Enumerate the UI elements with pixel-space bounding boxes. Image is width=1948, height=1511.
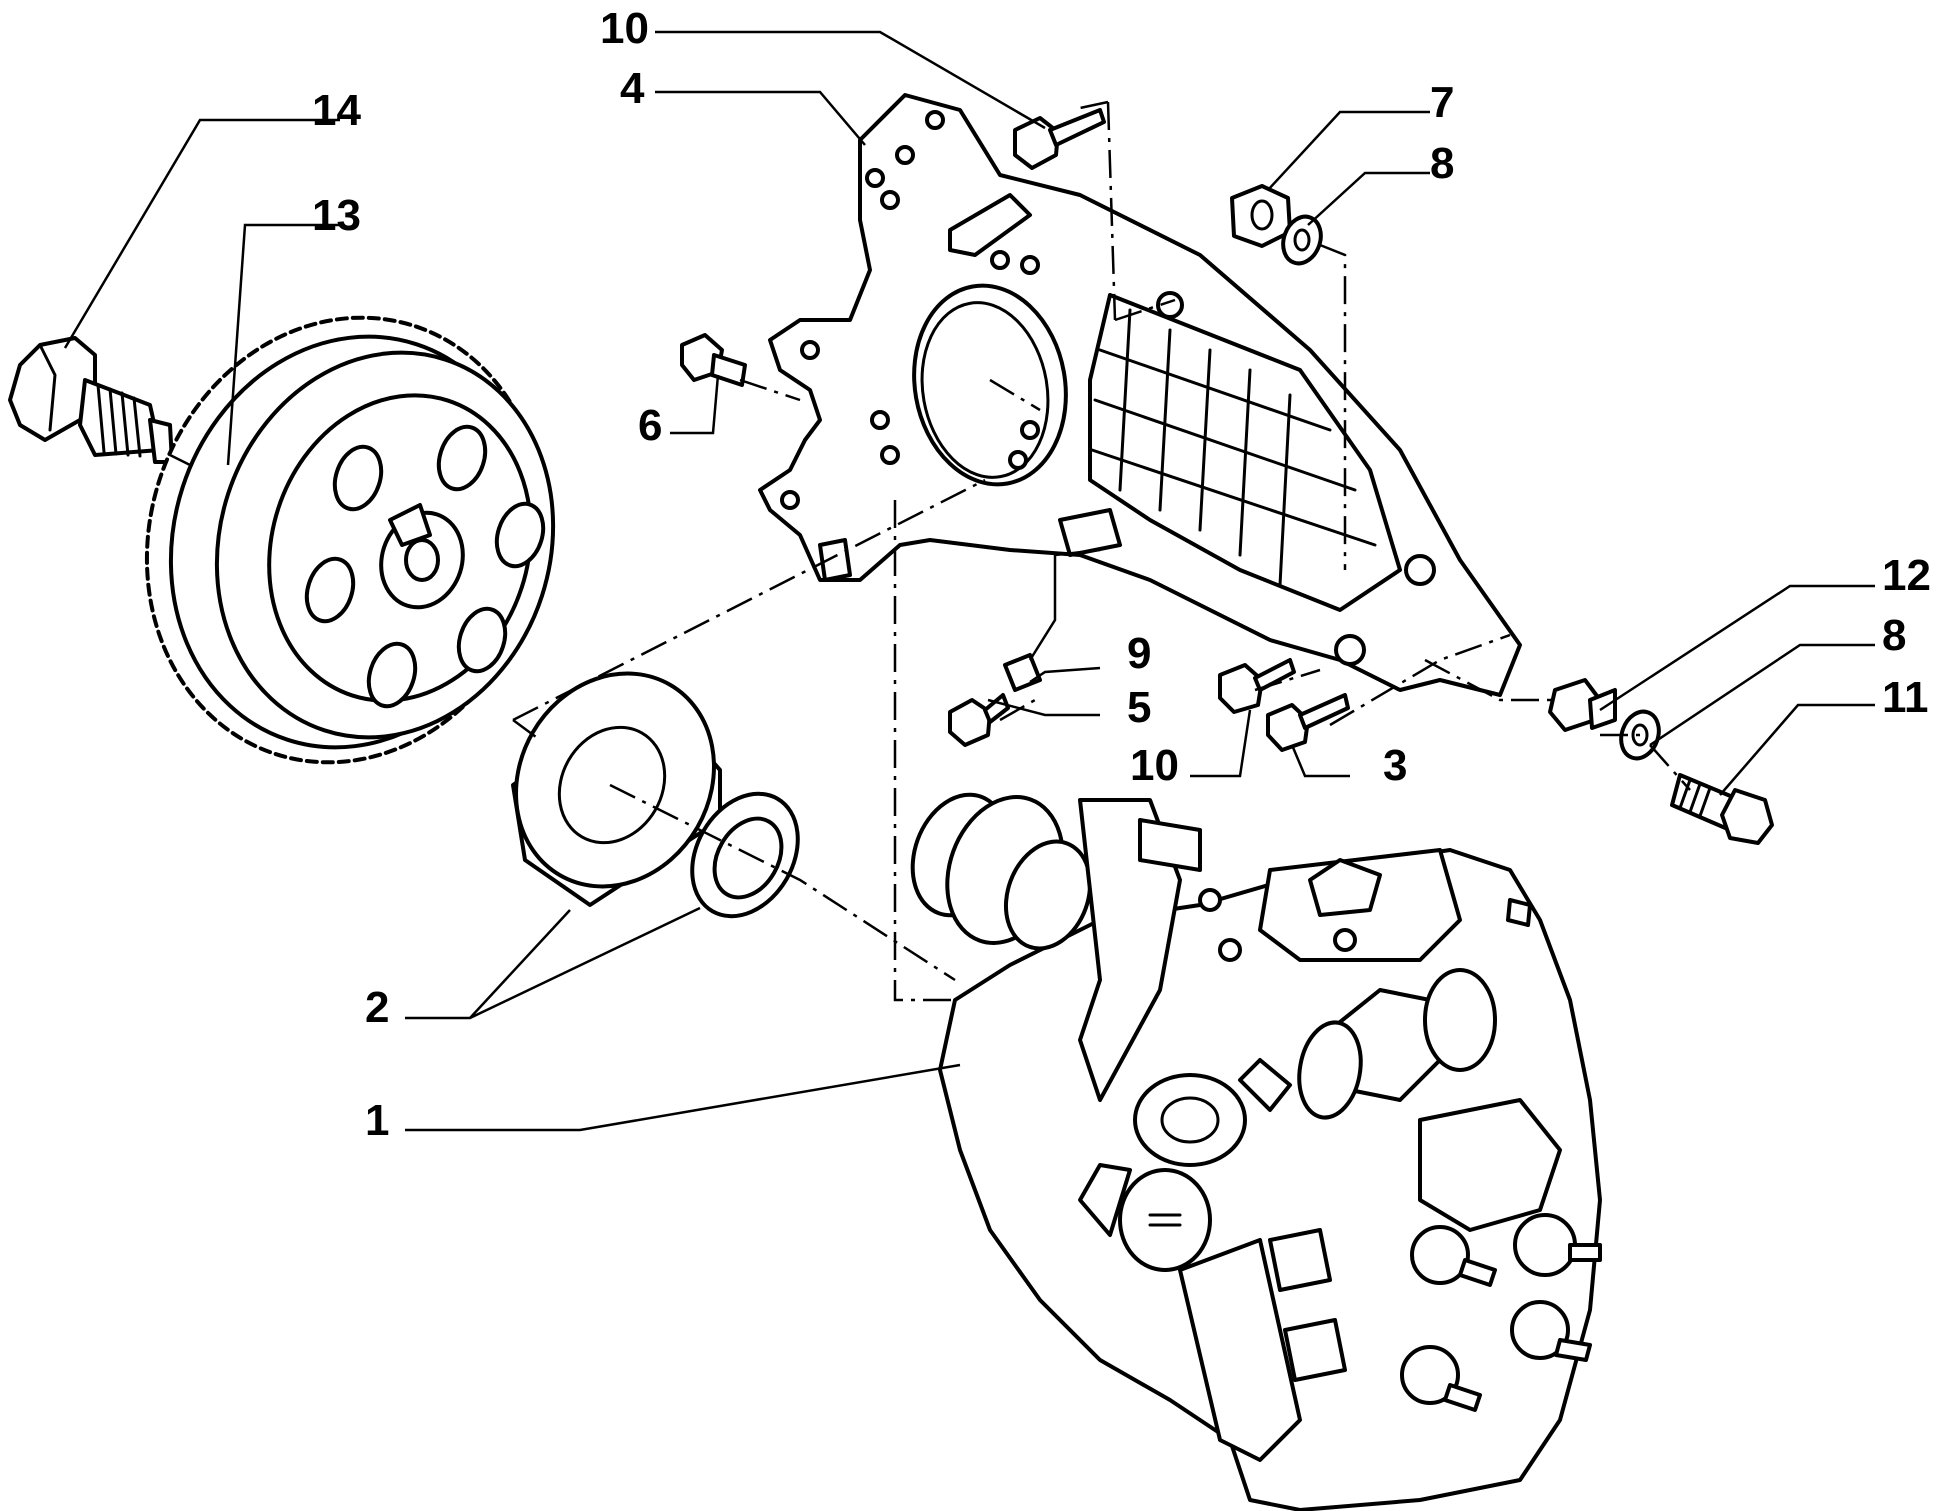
part-14-bolt: [8, 336, 174, 464]
leader-lines: [63, 30, 1875, 1132]
part-10-screw-lower: [1218, 658, 1296, 714]
callout-8-right: 8: [1882, 611, 1906, 660]
part-1-injection-pump: [910, 792, 1602, 1511]
part-4-mounting-bracket: [758, 93, 1522, 697]
callout-1: 1: [365, 1096, 389, 1145]
callout-12: 12: [1882, 551, 1931, 600]
callout-5: 5: [1127, 683, 1151, 732]
part-2-coupling: [511, 671, 800, 919]
callout-3: 3: [1383, 741, 1407, 790]
part-12-bushing: [1548, 678, 1617, 732]
part-6-screw: [680, 333, 747, 387]
callout-13: 13: [312, 191, 361, 240]
callout-6: 6: [638, 401, 662, 450]
callout-labels: 10 4 14 13 7 8 6 9 5 10 3 12 8 11 2 1: [312, 4, 1931, 1145]
callout-2: 2: [365, 983, 389, 1032]
callout-14: 14: [312, 86, 361, 135]
callout-8-top: 8: [1430, 139, 1454, 188]
callout-9: 9: [1127, 629, 1151, 678]
part-3-screw: [1266, 693, 1350, 752]
assembly-axes: [169, 100, 1691, 1002]
part-10-screw-top: [1013, 108, 1106, 170]
part-9-bushing: [1003, 653, 1042, 692]
callout-11: 11: [1882, 673, 1929, 722]
part-13-gear: [144, 315, 556, 765]
callout-7: 7: [1430, 78, 1454, 127]
callout-4: 4: [620, 64, 645, 113]
part-8-washer-top: [1281, 214, 1323, 266]
callout-10-top: 10: [600, 4, 649, 53]
part-5-screw: [948, 693, 1010, 747]
callout-10-lower: 10: [1130, 741, 1179, 790]
part-7-nut: [1230, 184, 1292, 248]
